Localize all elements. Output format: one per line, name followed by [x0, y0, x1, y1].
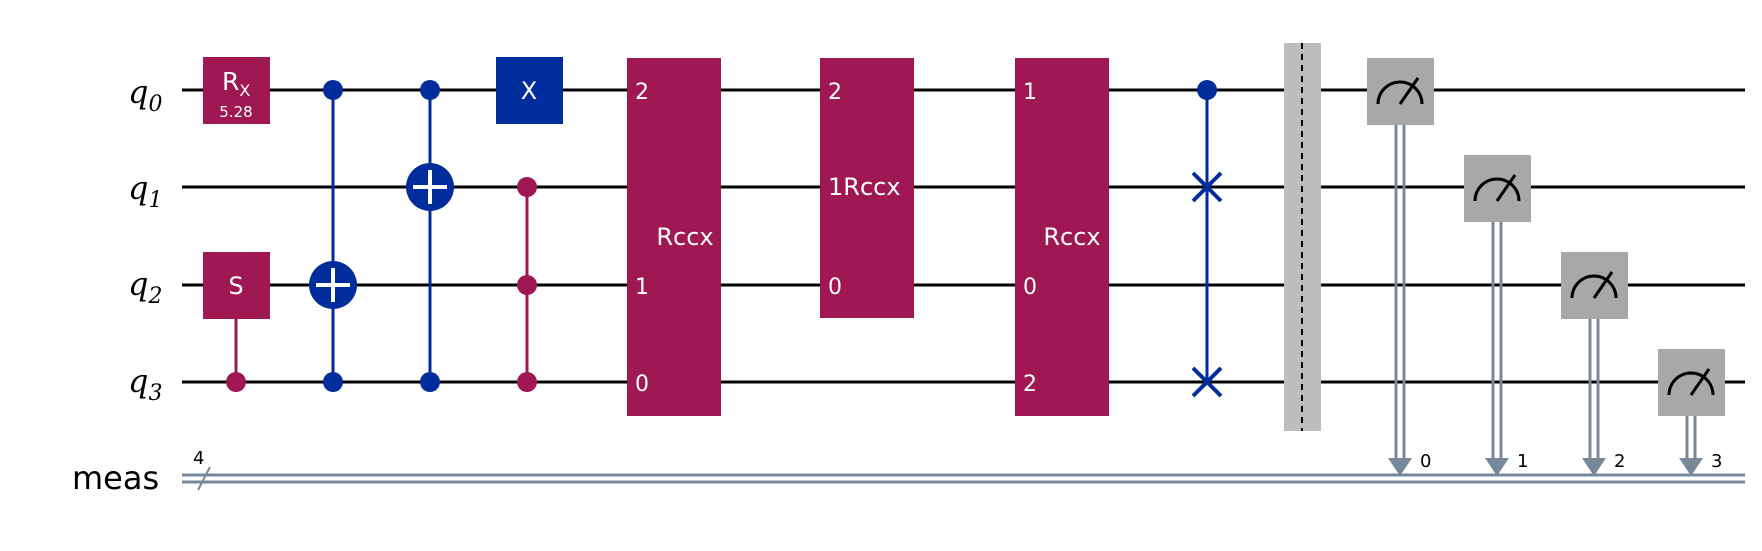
swap-cross-q1	[1191, 171, 1223, 203]
measure-bit-2: 2	[1614, 451, 1625, 472]
ccz-dot-q1	[517, 177, 537, 197]
ccx-control-dot-q0	[323, 80, 343, 100]
rccx-gate-3-pin-q2: 0	[1023, 275, 1037, 300]
measure-bit-0: 0	[1420, 451, 1431, 472]
register-width-label: 4	[193, 448, 204, 469]
rccx-gate-3-label: Rccx	[1043, 223, 1100, 251]
qubit-label-q1: q1	[128, 169, 162, 213]
classical-register-label: meas	[72, 459, 159, 497]
cs-control-dot	[226, 372, 246, 392]
measure-bit-1: 1	[1517, 451, 1528, 472]
measure-q3	[1658, 349, 1725, 476]
rccx-gate-2	[820, 58, 914, 318]
rx-gate-label: RX	[222, 67, 250, 100]
meter-icon	[1570, 274, 1618, 299]
meter-icon	[1473, 177, 1521, 202]
rccx-gate-3-pin-q0: 1	[1023, 80, 1037, 105]
x-gate	[496, 57, 563, 124]
rccx-gate-2-pin-q0: 2	[828, 80, 842, 105]
measure-q1	[1464, 155, 1531, 476]
measure-q0	[1367, 58, 1434, 476]
ccx-control-dot-q3	[323, 372, 343, 392]
rccx-gate-3	[1015, 58, 1109, 416]
qubit-label-q3: q3	[128, 362, 162, 406]
qubit-label-q2: q2	[128, 265, 162, 309]
ccx2-control-dot-q0	[420, 80, 440, 100]
rx-gate	[203, 57, 270, 124]
measure-q2	[1561, 252, 1628, 476]
rccx-gate-3-pin-q3: 2	[1023, 372, 1037, 397]
swap-cross-q3	[1191, 366, 1223, 398]
rccx-gate-1-pin-q0: 2	[635, 80, 649, 105]
ccz-dot-q3	[517, 372, 537, 392]
x-gate-label: X	[521, 77, 537, 105]
s-gate-label: S	[228, 272, 243, 300]
measure-bit-3: 3	[1711, 451, 1722, 472]
ccz-dot-q2	[517, 275, 537, 295]
meter-icon	[1376, 80, 1424, 105]
qubit-label-q0: q0	[128, 73, 162, 117]
rccx-gate-2-pin-q1: 1Rccx	[828, 173, 901, 201]
rccx-gate-1-pin-q3: 0	[635, 372, 649, 397]
ccx2-control-dot-q3	[420, 372, 440, 392]
rccx-gate-1-pin-q2: 1	[635, 275, 649, 300]
s-gate	[203, 252, 270, 319]
register-width-slash	[197, 466, 211, 491]
rccx-gate-1	[627, 58, 721, 416]
rccx-gate-2-pin-q2: 0	[828, 275, 842, 300]
rx-gate-param: 5.28	[219, 103, 252, 121]
cswap-control-dot	[1197, 80, 1217, 100]
rccx-gate-1-label: Rccx	[656, 223, 713, 251]
meter-icon	[1667, 371, 1715, 396]
